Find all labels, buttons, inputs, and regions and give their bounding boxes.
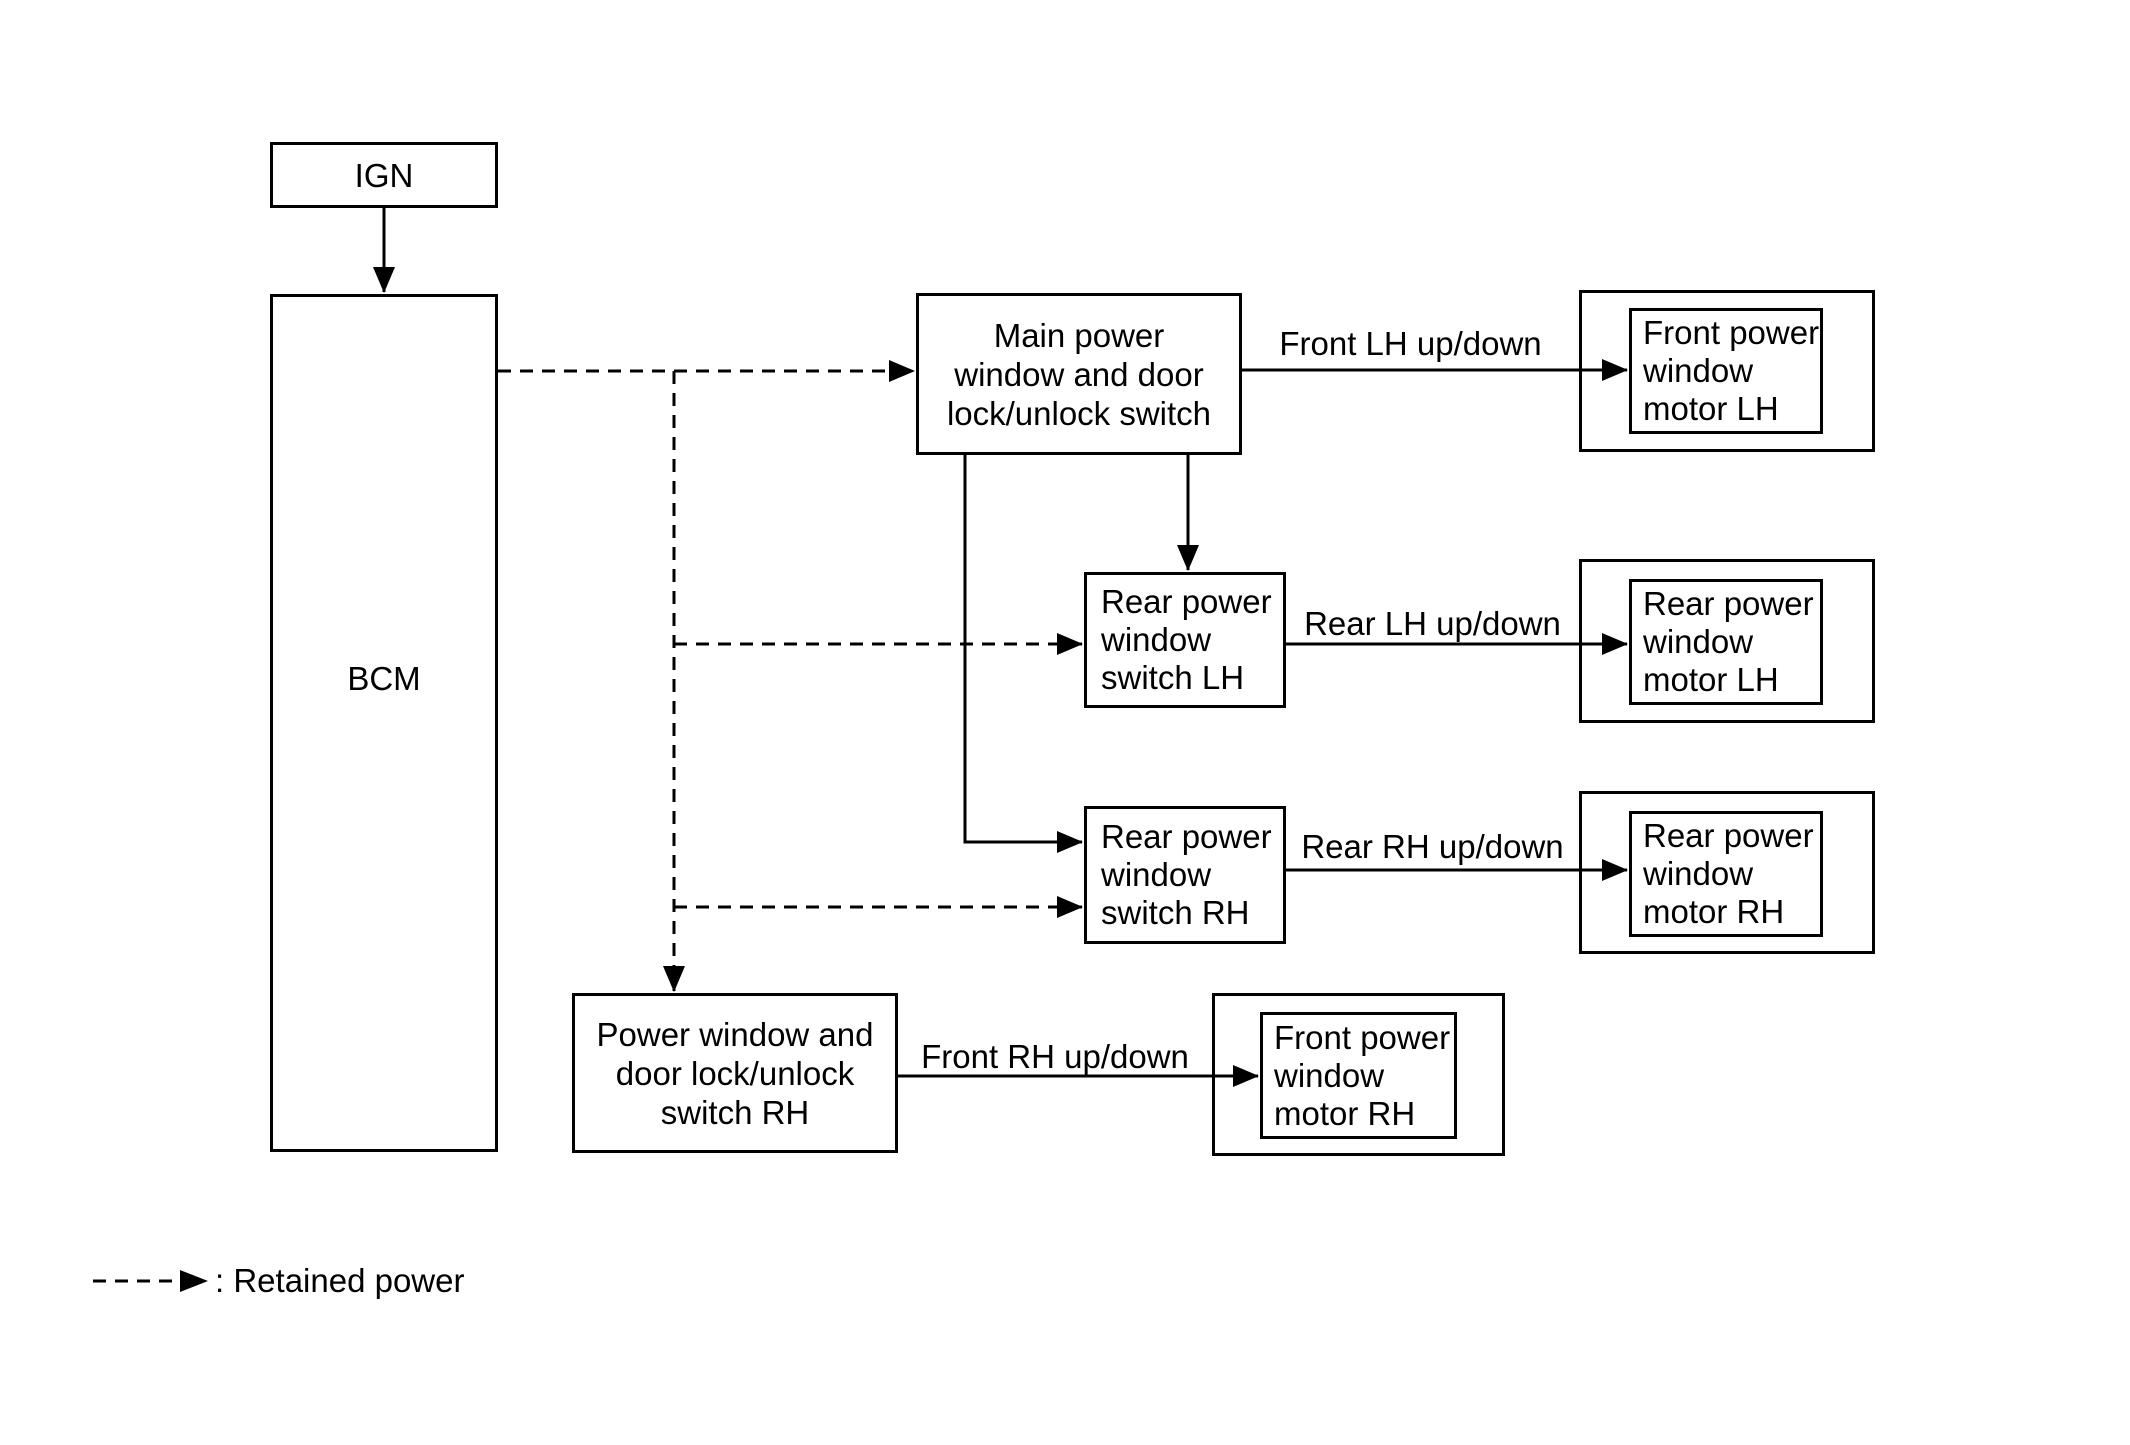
node-main-power-window-switch-label: Main power window and door lock/unlock s… xyxy=(947,316,1211,433)
node-main-power-window-switch: Main power window and door lock/unlock s… xyxy=(916,293,1242,455)
label-line: door lock/unlock xyxy=(615,1054,855,1092)
label-line: window xyxy=(1274,1056,1385,1094)
label-line: switch RH xyxy=(1101,894,1250,931)
node-front-power-window-motor-rh-outer: Front power window motor RH xyxy=(1212,993,1505,1156)
node-front-power-window-motor-lh-outer: Front power window motor LH xyxy=(1579,290,1875,452)
node-front-power-window-motor-rh: Front power window motor RH xyxy=(1260,1012,1457,1139)
label-line: Rear power xyxy=(1643,585,1814,622)
node-bcm-label: BCM xyxy=(347,659,421,697)
node-rear-power-window-motor-rh-outer: Rear power window motor RH xyxy=(1579,791,1875,954)
label-line: motor LH xyxy=(1643,390,1779,427)
edge-label-front-rh-up-down: Front RH up/down xyxy=(921,1038,1189,1075)
label-line: lock/unlock switch xyxy=(946,394,1212,432)
edge-label-rear-lh-up-down: Rear LH up/down xyxy=(1304,605,1561,642)
node-bcm: BCM xyxy=(270,294,498,1152)
node-power-window-door-lock-switch-rh: Power window and door lock/unlock switch… xyxy=(572,993,898,1153)
label-line: Front power xyxy=(1274,1018,1451,1056)
label-line: window xyxy=(1643,855,1754,892)
node-rear-power-window-motor-lh: Rear power window motor LH xyxy=(1629,579,1823,705)
label-line: Rear power xyxy=(1101,818,1272,855)
legend-arrowhead-icon xyxy=(180,1270,208,1292)
label-line: switch LH xyxy=(1101,659,1245,696)
label-line: motor LH xyxy=(1643,661,1779,698)
legend-retained-power-label: : Retained power xyxy=(215,1262,465,1299)
node-power-window-door-lock-switch-rh-label: Power window and door lock/unlock switch… xyxy=(597,1015,874,1132)
node-rear-power-window-motor-rh: Rear power window motor RH xyxy=(1629,811,1823,937)
label-line: Power window and xyxy=(596,1015,874,1053)
label-line: motor RH xyxy=(1274,1094,1416,1132)
edge-label-front-lh-up-down: Front LH up/down xyxy=(1279,325,1542,362)
label-line: Rear power xyxy=(1101,583,1272,620)
label-line: window xyxy=(1101,856,1212,893)
label-line: window xyxy=(1643,352,1754,389)
label-line: Front power xyxy=(1643,314,1820,351)
label-line: switch RH xyxy=(660,1093,810,1131)
node-front-power-window-motor-lh: Front power window motor LH xyxy=(1629,308,1823,434)
node-rear-power-window-switch-rh: Rear power window switch RH xyxy=(1084,806,1286,944)
label-line: window xyxy=(1643,623,1754,660)
node-ign-label: IGN xyxy=(354,156,414,194)
label-line: window and door xyxy=(954,355,1204,393)
node-rear-power-window-motor-lh-outer: Rear power window motor LH xyxy=(1579,559,1875,723)
edge-main-switch-to-rear-switch-rh xyxy=(963,455,1083,853)
node-rear-power-window-switch-lh: Rear power window switch LH xyxy=(1084,572,1286,708)
label-line: Main power xyxy=(993,316,1165,354)
label-line: window xyxy=(1101,621,1212,658)
label-line: Rear power xyxy=(1643,817,1814,854)
node-ign: IGN xyxy=(270,142,498,208)
edge-label-rear-rh-up-down: Rear RH up/down xyxy=(1301,828,1564,865)
label-line: motor RH xyxy=(1643,893,1785,930)
